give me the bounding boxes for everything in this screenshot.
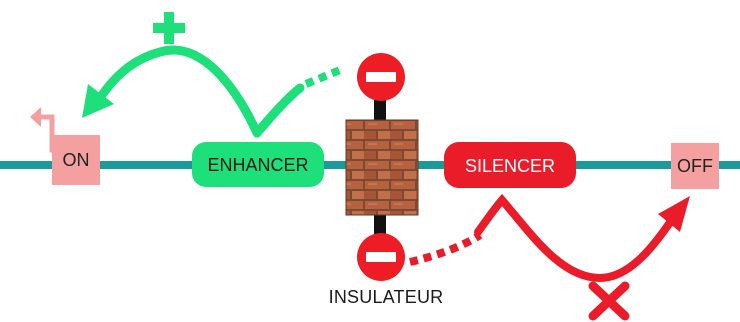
minus-sign-icon-top xyxy=(357,53,405,101)
enhancer-arrow-tail xyxy=(257,88,300,133)
enhancer-activation-arrow xyxy=(100,50,257,133)
silencer-dashed-connector xyxy=(410,235,480,262)
off-label: OFF xyxy=(677,156,713,176)
enhancer-dashed-connector xyxy=(306,70,340,84)
promoter-arrowhead xyxy=(30,107,41,127)
insulator-caption: INSULATEUR xyxy=(306,287,466,308)
promoter-bent-arrow xyxy=(40,117,52,150)
plus-icon xyxy=(153,12,185,44)
silencer-repression-arrow xyxy=(478,200,675,278)
on-label: ON xyxy=(63,150,90,170)
brick-wall-icon xyxy=(346,120,418,215)
enhancer-label: ENHANCER xyxy=(207,155,308,175)
cross-icon xyxy=(593,286,625,316)
minus-sign-icon-bottom xyxy=(357,233,405,281)
silencer-label: SILENCER xyxy=(465,156,555,176)
